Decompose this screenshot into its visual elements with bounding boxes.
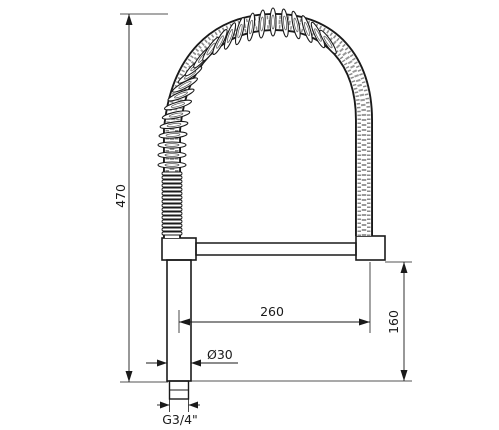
spring-rib <box>161 231 183 236</box>
spring-coil <box>291 10 301 40</box>
spring-rib <box>161 191 183 196</box>
dimension-label-160: 160 <box>386 310 401 334</box>
spring-coil <box>269 7 277 37</box>
spring-coil <box>212 29 228 55</box>
spring-coil <box>223 22 237 50</box>
dimension-height-total: 470 <box>113 13 168 383</box>
spring-rib <box>161 187 183 192</box>
left-mount-block <box>161 237 197 261</box>
spring-rib <box>161 207 183 212</box>
spring-rib <box>161 199 183 204</box>
horizontal-support-bar <box>195 242 357 256</box>
dimension-label-260: 260 <box>260 304 284 319</box>
spring-coil <box>281 8 289 38</box>
spring-rib <box>161 203 183 208</box>
spring-rib <box>161 175 183 180</box>
dimension-thread: G3/4" <box>157 399 200 427</box>
spring-helical-coils <box>157 7 337 169</box>
spring-rib <box>161 227 183 232</box>
dimension-diameter: Ø30 <box>146 347 238 367</box>
spring-coil <box>319 29 337 55</box>
dimension-label-thread: G3/4" <box>162 412 198 427</box>
dimension-reach: 260 <box>178 262 371 333</box>
spring-coil <box>163 99 193 111</box>
dimension-base-height: 160 <box>191 261 412 382</box>
spring-rib <box>161 211 183 216</box>
spring-coil <box>301 15 313 43</box>
spring-rib <box>161 179 183 184</box>
dimension-label-470: 470 <box>113 184 128 208</box>
spring-rib <box>161 223 183 228</box>
spring-coil <box>157 151 187 159</box>
spring-coil <box>246 12 256 42</box>
spring-coil <box>161 110 191 120</box>
spring-rib <box>161 183 183 188</box>
spring-rib <box>161 171 183 176</box>
spring-rib <box>161 195 183 200</box>
spring-coil <box>167 88 195 102</box>
spring-coil <box>159 120 189 130</box>
right-mount-block <box>355 235 386 261</box>
spring-lower-coils <box>161 171 183 236</box>
spring-coil <box>157 161 187 169</box>
spring-rib <box>161 219 183 224</box>
dimension-label-diameter: Ø30 <box>207 347 233 362</box>
spring-coil <box>158 131 188 139</box>
spring-coil <box>234 16 246 46</box>
spring-coil <box>157 141 187 149</box>
faucet-outline <box>157 7 386 400</box>
spring-rib <box>161 215 183 220</box>
spring-coil <box>258 9 266 39</box>
